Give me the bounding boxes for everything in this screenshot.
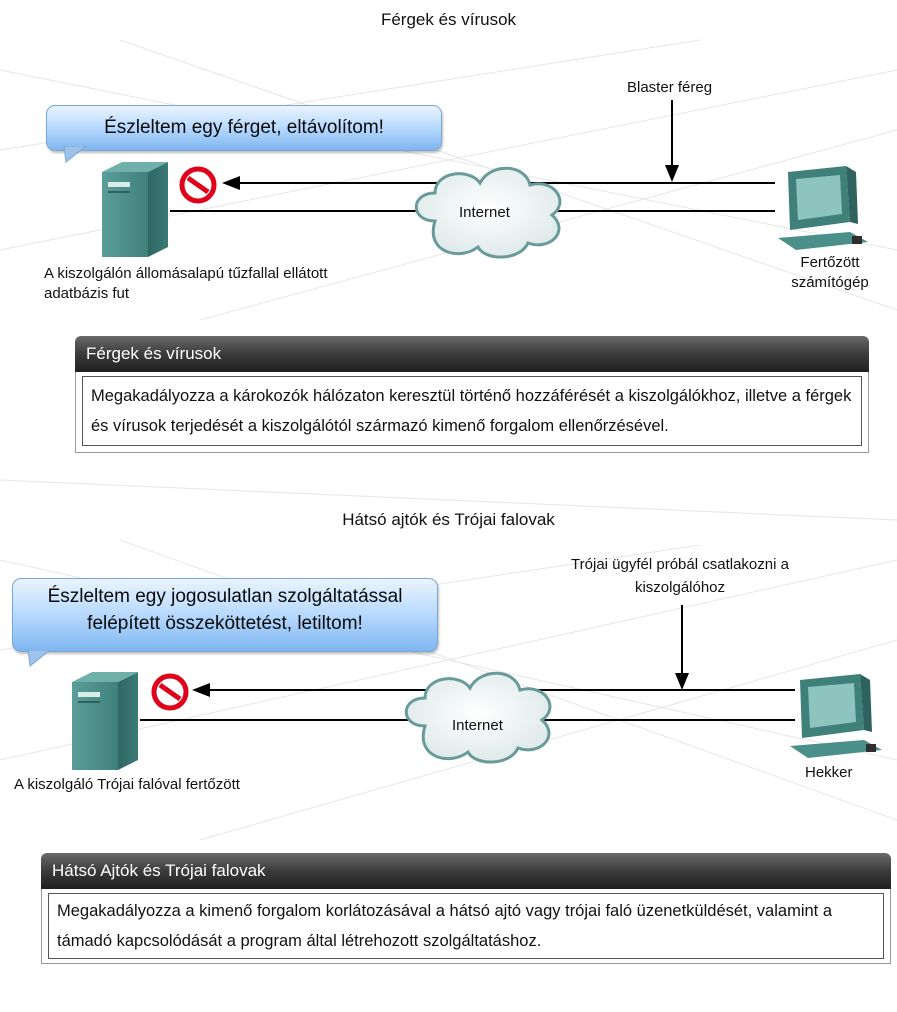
info-panel: Férgek és vírusok Megakadályozza a károk… [75,336,869,453]
bubble-text: Észleltem egy férget, eltávolítom! [104,117,384,138]
bubble-tail [63,146,87,163]
server-caption-line1: A kiszolgálón állomásalapú tűzfallal ell… [44,265,328,282]
server-caption: A kiszolgáló Trójai falóval fertőzött [14,776,240,793]
client-caption-line2: számítógép [791,274,869,291]
section-title: Hátsó ajtók és Trójai falovak [342,510,555,529]
cloud-label: Internet [452,717,503,734]
server-caption-line2: adatbázis fut [44,285,130,302]
panel-title: Férgek és vírusok [75,336,869,372]
client-caption: Hekker [805,764,853,781]
section-title: Férgek és vírusok [380,10,517,29]
panel-text: Megakadályozza a kimenő forgalom korláto… [48,893,884,959]
arrow-label-line2: kiszolgálóhoz [634,579,726,596]
arrow-label: Blaster féreg [627,79,713,96]
server-icon [102,162,168,257]
info-panel: Hátsó Ajtók és Trójai falovak Megakadály… [41,853,891,964]
computer-icon [778,166,868,250]
bubble-text-line1: Észleltem egy jogosulatlan szolgáltatáss… [47,586,403,607]
client-caption-line1: Fertőzött [800,254,860,271]
speech-bubble: Észleltem egy férget, eltávolítom! [46,105,442,151]
bubble-text-line2: felépített összeköttetést, letiltom! [87,613,363,634]
no-entry-icon [179,166,217,204]
bubble-tail [27,650,51,667]
panel-body: Megakadályozza a károkozók hálózaton ker… [75,372,869,453]
panel-title: Hátsó Ajtók és Trójai falovak [41,853,891,889]
computer-icon [790,674,882,758]
no-entry-icon [151,673,189,711]
panel-text: Megakadályozza a károkozók hálózaton ker… [82,376,862,446]
panel-body: Megakadályozza a kimenő forgalom korláto… [41,889,891,964]
speech-bubble: Észleltem egy jogosulatlan szolgáltatáss… [12,578,438,652]
server-icon [72,672,138,770]
arrow-label-line1: Trójai ügyfél próbál csatlakozni a [571,556,789,573]
cloud-label: Internet [459,204,510,221]
